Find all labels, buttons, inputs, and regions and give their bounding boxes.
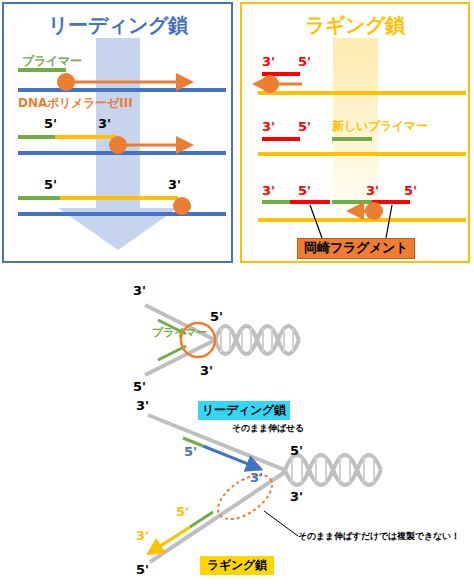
end-label: 5' — [298, 55, 311, 70]
polymerase-arrow — [118, 144, 188, 147]
polymerase — [173, 197, 191, 215]
end-label: 5' — [210, 310, 223, 325]
end-label: 5' — [184, 445, 197, 460]
end-label: 5' — [298, 120, 311, 135]
end-label: 3' — [250, 471, 263, 486]
end-label: 3' — [168, 178, 181, 193]
leader-line — [264, 511, 298, 536]
helix-strand — [285, 455, 381, 485]
panel-title: ラギング鎖 — [242, 14, 468, 36]
end-label: 3' — [98, 117, 111, 132]
enzyme-label: DNAポリメラーゼIII — [18, 97, 133, 111]
box-text: ラギング鎖 — [207, 559, 267, 572]
box-text: リーディング鎖 — [202, 404, 286, 417]
helix-strand — [285, 455, 381, 485]
template-strand — [18, 212, 226, 216]
note-text: そのまま伸ばせる — [232, 423, 304, 433]
helix-strand — [215, 326, 299, 354]
box-text: 岡崎フラグメント — [304, 241, 408, 255]
lagging-tag: ラギング鎖 — [200, 556, 274, 575]
template-strand — [258, 152, 466, 156]
end-label: 3' — [290, 490, 303, 505]
polymerase-arrow — [66, 81, 188, 84]
leader-line — [386, 205, 392, 238]
end-label: 5' — [44, 117, 57, 132]
end-label: 3' — [200, 364, 213, 379]
helix-strand — [215, 326, 299, 354]
end-label: 3' — [136, 529, 149, 544]
primer — [18, 68, 66, 72]
note-text: そのまま伸ばすだけでは複製できない！ — [298, 531, 460, 541]
end-label: 5' — [176, 505, 189, 520]
polymerase — [261, 75, 279, 93]
leader-line — [310, 205, 322, 238]
okazaki-fragment — [262, 137, 300, 141]
panel-title: リーディング鎖 — [4, 14, 231, 36]
primer — [18, 196, 60, 200]
template-strand — [258, 218, 466, 222]
end-label: 3' — [262, 184, 275, 199]
okazaki-label-box: 岡崎フラグメント — [297, 238, 415, 259]
okazaki-fragment — [290, 200, 330, 204]
template-strand — [258, 91, 466, 95]
end-label: 3' — [133, 284, 146, 299]
primer — [190, 512, 213, 527]
end-label: 5' — [298, 184, 311, 199]
polymerase — [57, 73, 75, 91]
polymerase — [109, 136, 127, 154]
polymerase — [365, 202, 383, 220]
end-label: 3' — [262, 55, 275, 70]
end-label: 5' — [290, 444, 303, 459]
new-strand — [60, 196, 178, 200]
gap-highlight — [210, 466, 279, 528]
primer — [332, 200, 372, 204]
new-strand — [55, 135, 118, 139]
primer — [18, 135, 55, 139]
helix-rungs — [292, 457, 374, 483]
primer-label: プライマー — [152, 327, 207, 340]
end-label: 3' — [366, 184, 379, 199]
end-label: 5' — [404, 184, 417, 199]
end-label: 3' — [136, 399, 149, 414]
end-label: 5' — [44, 178, 57, 193]
leading-tag: リーディング鎖 — [198, 401, 290, 420]
lagging-arrow — [151, 527, 190, 552]
primer-label: 新しいプライマー — [332, 120, 428, 134]
primer — [262, 200, 290, 204]
flow-arrow — [96, 38, 140, 208]
primer — [332, 137, 372, 141]
template-strand — [18, 88, 226, 92]
helix-rungs — [221, 328, 293, 352]
leading-arrow — [203, 446, 258, 468]
primer-label: プライマー — [22, 55, 82, 69]
fork-arm — [145, 305, 215, 340]
leading-panel: リーディング鎖 — [2, 2, 233, 263]
end-label: 5' — [133, 380, 146, 395]
end-label: 5' — [136, 563, 149, 578]
end-label: 3' — [262, 120, 275, 135]
fork-arm — [150, 472, 285, 562]
